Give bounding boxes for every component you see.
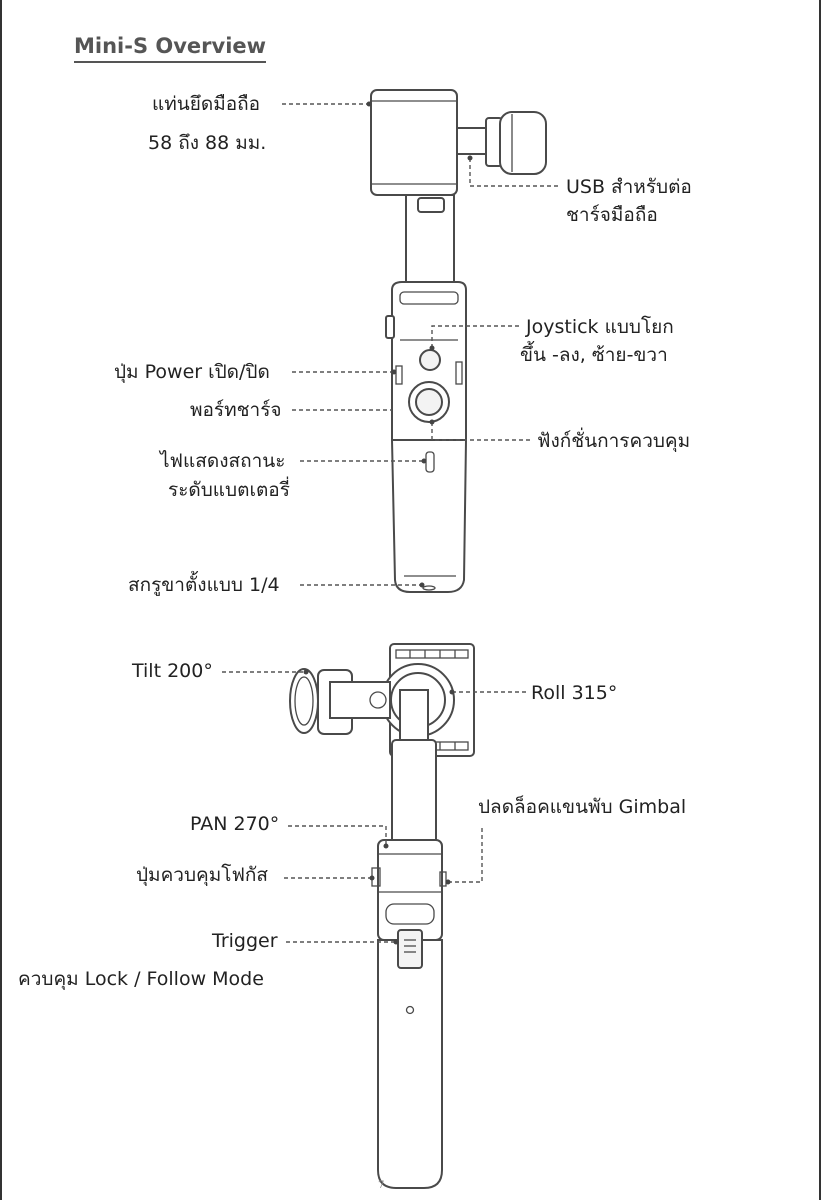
gimbal-front-view — [370, 89, 547, 593]
label-pan: PAN 270° — [190, 813, 280, 835]
function-button — [415, 388, 443, 416]
pan-arm — [391, 739, 437, 845]
label-power-button: ปุ่ม Power เปิด/ปิด — [114, 361, 270, 383]
tilt-motor-back — [289, 668, 319, 734]
trigger — [397, 929, 423, 969]
label-usb-line1: USB สำหรับต่อ — [566, 176, 692, 198]
label-joystick-line1: Joystick แบบโยก — [526, 316, 674, 338]
label-charging-port: พอร์ทชาร์จ — [190, 399, 282, 421]
label-phone-holder: แท่นยึดมือถือ — [152, 93, 261, 115]
gimbal-back-view — [289, 643, 475, 1189]
label-tilt: Tilt 200° — [132, 660, 213, 682]
label-joystick-line2: ขึ้น -ลง, ซ้าย-ขวา — [520, 344, 668, 366]
label-roll: Roll 315° — [531, 682, 618, 704]
label-battery-line1: ไฟแสดงสถานะ — [160, 450, 286, 472]
bottom-leader-lines — [222, 669, 528, 945]
label-function-button: ฟังก์ชั่นการควบคุม — [537, 430, 691, 452]
top-leader-lines — [282, 101, 560, 588]
label-lock-follow: ควบคุม Lock / Follow Mode — [18, 968, 264, 990]
label-battery-line2: ระดับแบตเตอรี่ — [168, 479, 290, 501]
tilt-motor — [499, 111, 547, 175]
label-tripod-mount: สกรูขาตั้งแบบ 1/4 — [128, 574, 280, 596]
handle-grip — [390, 439, 468, 593]
label-focus-control: ปุ่มควบคุมโฟกัส — [136, 864, 269, 886]
handle-back — [377, 939, 443, 1189]
label-trigger: Trigger — [212, 930, 278, 952]
page-number: 7 — [378, 1180, 385, 1191]
fold-release-button — [439, 871, 447, 887]
label-fold-release: ปลดล็อคแขนพับ Gimbal — [478, 796, 687, 818]
joystick — [419, 349, 441, 371]
pan-motor — [377, 839, 443, 941]
label-phone-holder-range: 58 ถึง 88 มม. — [148, 132, 267, 154]
side-button — [385, 315, 395, 339]
phone-clamp — [370, 89, 458, 196]
page-title: Mini-S Overview — [74, 34, 267, 63]
label-usb-line2: ชาร์จมือถือ — [566, 204, 658, 226]
